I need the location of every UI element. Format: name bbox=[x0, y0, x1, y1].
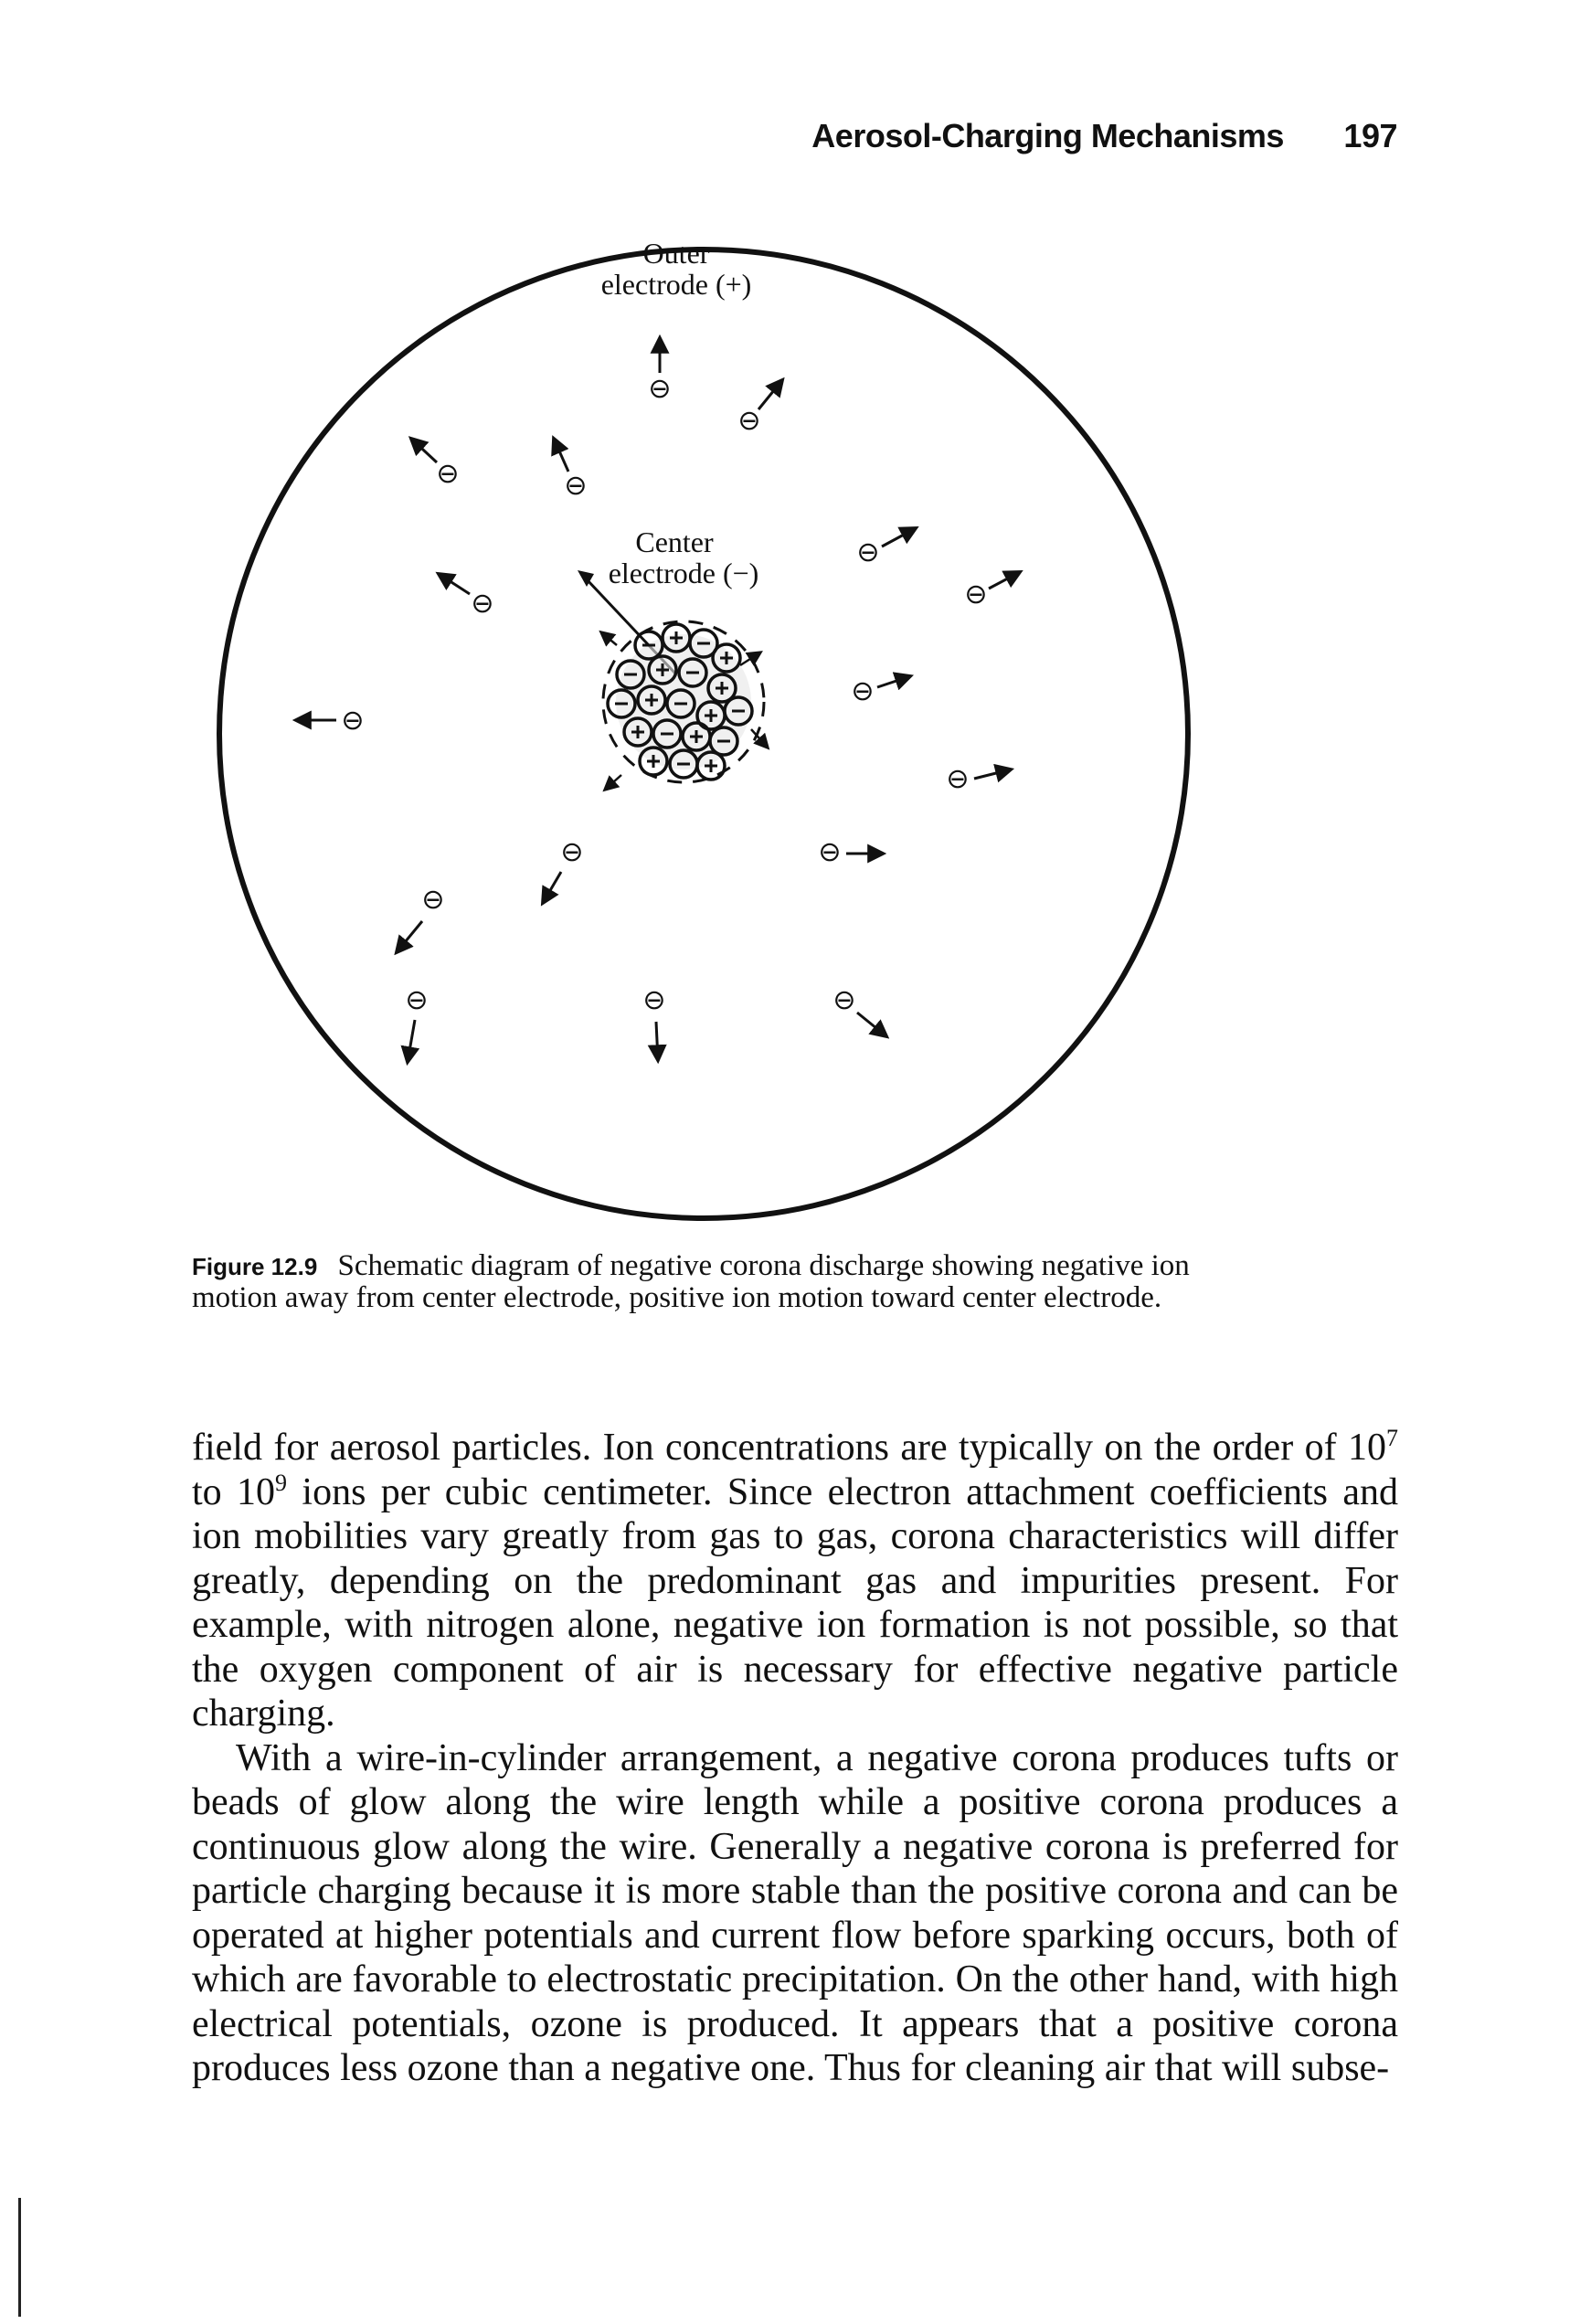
svg-text:⊖: ⊖ bbox=[964, 578, 987, 610]
figure-caption-label: Figure 12.9 bbox=[192, 1253, 318, 1280]
svg-text:⊖: ⊖ bbox=[856, 536, 879, 568]
ion-16: ⊖ bbox=[832, 984, 890, 1039]
ion-13: ⊖ bbox=[394, 884, 445, 956]
ion-1: ⊖ bbox=[648, 334, 672, 405]
ion-6: ⊖ bbox=[435, 571, 494, 620]
running-head: Aerosol-Charging Mechanisms 197 bbox=[811, 117, 1397, 155]
svg-text:⊖: ⊖ bbox=[341, 705, 364, 737]
figure-caption-text: Schematic diagram of negative corona dis… bbox=[192, 1249, 1190, 1314]
figure-caption: Figure 12.9 Schematic diagram of negativ… bbox=[192, 1250, 1215, 1313]
ion-3: ⊖ bbox=[408, 436, 460, 490]
svg-text:⊖: ⊖ bbox=[851, 675, 874, 707]
ion-7: ⊖ bbox=[964, 570, 1023, 610]
margin-mark bbox=[18, 2198, 21, 2317]
svg-text:⊖: ⊖ bbox=[560, 836, 583, 868]
exponent-9: 9 bbox=[275, 1469, 288, 1496]
ion-8: ⊖ bbox=[851, 672, 914, 707]
paragraph-1-part-c: ions per cubic centimeter. Since electro… bbox=[192, 1470, 1398, 1735]
svg-text:⊖: ⊖ bbox=[642, 984, 665, 1016]
outer-electrode-label-line2: electrode (+) bbox=[601, 268, 752, 301]
ion-10: ⊖ bbox=[946, 763, 1015, 795]
svg-text:⊖: ⊖ bbox=[818, 836, 841, 868]
ion-12: ⊖ bbox=[818, 836, 887, 868]
center-electrode-label-line1: Center bbox=[635, 525, 714, 558]
ion-11: ⊖ bbox=[540, 836, 584, 907]
ion-15: ⊖ bbox=[642, 984, 667, 1065]
svg-text:⊖: ⊖ bbox=[564, 470, 587, 502]
svg-text:⊖: ⊖ bbox=[832, 984, 855, 1016]
negative-ions: ⊖ ⊖ ⊖ ⊖ ⊖ bbox=[292, 334, 1023, 1066]
svg-text:⊖: ⊖ bbox=[648, 373, 671, 405]
svg-text:⊖: ⊖ bbox=[737, 405, 760, 437]
paragraph-2: With a wire-in-cylinder arrangement, a n… bbox=[192, 1736, 1398, 2090]
svg-text:⊖: ⊖ bbox=[405, 984, 428, 1016]
ion-5: ⊖ bbox=[856, 526, 919, 568]
svg-text:⊖: ⊖ bbox=[471, 588, 493, 620]
paragraph-1: field for aerosol particles. Ion concent… bbox=[192, 1426, 1398, 1736]
corona-discharge-figure: Outer electrode (+) Center electrode (−) bbox=[192, 236, 1215, 1241]
ion-9: ⊖ bbox=[292, 705, 365, 737]
paragraph-1-part-a: field for aerosol particles. Ion concent… bbox=[192, 1427, 1386, 1469]
body-text: field for aerosol particles. Ion concent… bbox=[192, 1426, 1398, 2091]
corona-discharge-diagram: Outer electrode (+) Center electrode (−) bbox=[217, 237, 1191, 1221]
pointer-head-icon bbox=[578, 570, 594, 587]
paragraph-1-part-b: to 10 bbox=[192, 1470, 276, 1513]
ion-4: ⊖ bbox=[551, 435, 588, 502]
center-electrode-label-line2: electrode (−) bbox=[609, 557, 759, 589]
ion-2: ⊖ bbox=[737, 377, 785, 437]
running-head-title: Aerosol-Charging Mechanisms bbox=[811, 117, 1284, 154]
svg-text:⊖: ⊖ bbox=[421, 884, 444, 916]
svg-text:⊖: ⊖ bbox=[946, 763, 969, 795]
exponent-7: 7 bbox=[1386, 1425, 1398, 1451]
outer-electrode-circle bbox=[217, 247, 1191, 1221]
ion-14: ⊖ bbox=[400, 984, 429, 1066]
page-number: 197 bbox=[1343, 117, 1397, 154]
svg-text:⊖: ⊖ bbox=[436, 458, 459, 490]
outer-electrode-label-line1: Outer bbox=[643, 237, 710, 270]
center-electrode-cluster bbox=[599, 620, 770, 792]
